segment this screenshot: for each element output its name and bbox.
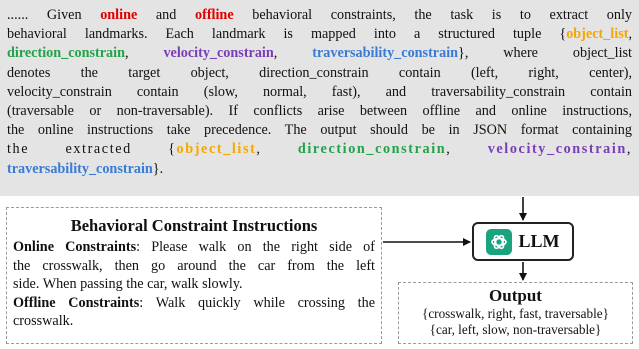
prompt-line: ...... Given online and offline behavior… xyxy=(7,6,632,25)
prompt-text-segment: the extracted { xyxy=(7,141,177,158)
prompt-text-segment: , xyxy=(446,141,488,158)
prompt-text-segment: , xyxy=(256,141,298,158)
prompt-line: traversability_constrain}. xyxy=(7,160,632,179)
prompt-line: the online instructions take precedence.… xyxy=(7,121,632,140)
prompt-line: velocity_constrain contain (slow, normal… xyxy=(7,83,632,102)
offline-line-1: Offline Constraints: Walk quickly while … xyxy=(13,294,376,311)
keyword: online xyxy=(100,7,138,23)
offline-constraints-label: Offline Constraints xyxy=(13,294,140,311)
online-line-3: side. When passing the car, walk slowly. xyxy=(13,276,243,293)
prompt-line: denotes the target object, direction_con… xyxy=(7,64,632,83)
online-line-1: Online Constraints: Please walk on the r… xyxy=(13,239,375,255)
task-prompt-panel: ...... Given online and offline behavior… xyxy=(0,0,639,196)
prompt-line: direction_constrain, velocity_constrain,… xyxy=(7,44,632,63)
prompt-line: (traversable or non-traversable). If con… xyxy=(7,102,632,121)
prompt-text-segment: }. xyxy=(152,160,164,177)
constraint-box-title: Behavioral Constraint Instructions xyxy=(70,216,318,235)
online-constraints: Online Constraints: Please walk on the r… xyxy=(13,238,375,294)
offline-constraints: Offline Constraints: Walk quickly while … xyxy=(13,294,375,331)
prompt-text-segment: , xyxy=(273,45,313,62)
keyword: traversability_constrain xyxy=(312,45,459,62)
llm-label: LLM xyxy=(518,231,560,251)
prompt-text-segment: , xyxy=(626,141,633,158)
keyword: direction_constrain xyxy=(297,141,447,158)
output-box: Output {crosswalk, right, fast, traversa… xyxy=(398,282,633,344)
prompt-text-segment: , xyxy=(124,45,164,62)
prompt-text-segment: }, where object_list xyxy=(458,45,632,62)
offline-line-2: crosswalk. xyxy=(13,313,74,330)
prompt-text-segment: and xyxy=(137,7,195,23)
online-line-2: the crosswalk, then go around the car fr… xyxy=(13,257,375,274)
prompt-text-segment: behavioral landmarks. Each landmark is m… xyxy=(7,26,567,43)
prompt-text-segment: the online instructions take precedence.… xyxy=(7,122,632,139)
output-line-2: {car, left, slow, non-traversable} xyxy=(429,322,602,337)
keyword: velocity_constrain xyxy=(163,45,274,62)
prompt-line: the extracted {object_list, direction_co… xyxy=(7,140,632,159)
prompt-text-segment: , xyxy=(628,26,632,43)
openai-logo-icon xyxy=(486,228,513,255)
keyword: traversability_constrain xyxy=(7,160,153,177)
keyword: offline xyxy=(195,7,234,23)
prompt-text: ...... Given online and offline behavior… xyxy=(7,6,632,179)
output-title: Output xyxy=(489,286,542,305)
prompt-text-segment: behavioral constraints, the task is to e… xyxy=(233,7,632,23)
prompt-text-segment: (traversable or non-traversable). If con… xyxy=(7,103,632,120)
llm-node: LLM xyxy=(472,222,574,261)
behavioral-constraint-box: Behavioral Constraint Instructions Onlin… xyxy=(6,207,382,344)
keyword: object_list xyxy=(566,26,629,43)
prompt-line: behavioral landmarks. Each landmark is m… xyxy=(7,25,632,44)
keyword: velocity_constrain xyxy=(487,141,627,158)
prompt-text-segment: ...... Given xyxy=(7,7,101,23)
keyword: direction_constrain xyxy=(7,45,125,62)
prompt-text-segment: velocity_constrain contain (slow, normal… xyxy=(7,83,632,100)
prompt-text-segment: denotes the target object, direction_con… xyxy=(7,64,632,81)
keyword: object_list xyxy=(176,141,257,158)
output-line-1: {crosswalk, right, fast, traversable} xyxy=(422,306,609,321)
online-constraints-label: Online Constraints xyxy=(13,239,137,255)
